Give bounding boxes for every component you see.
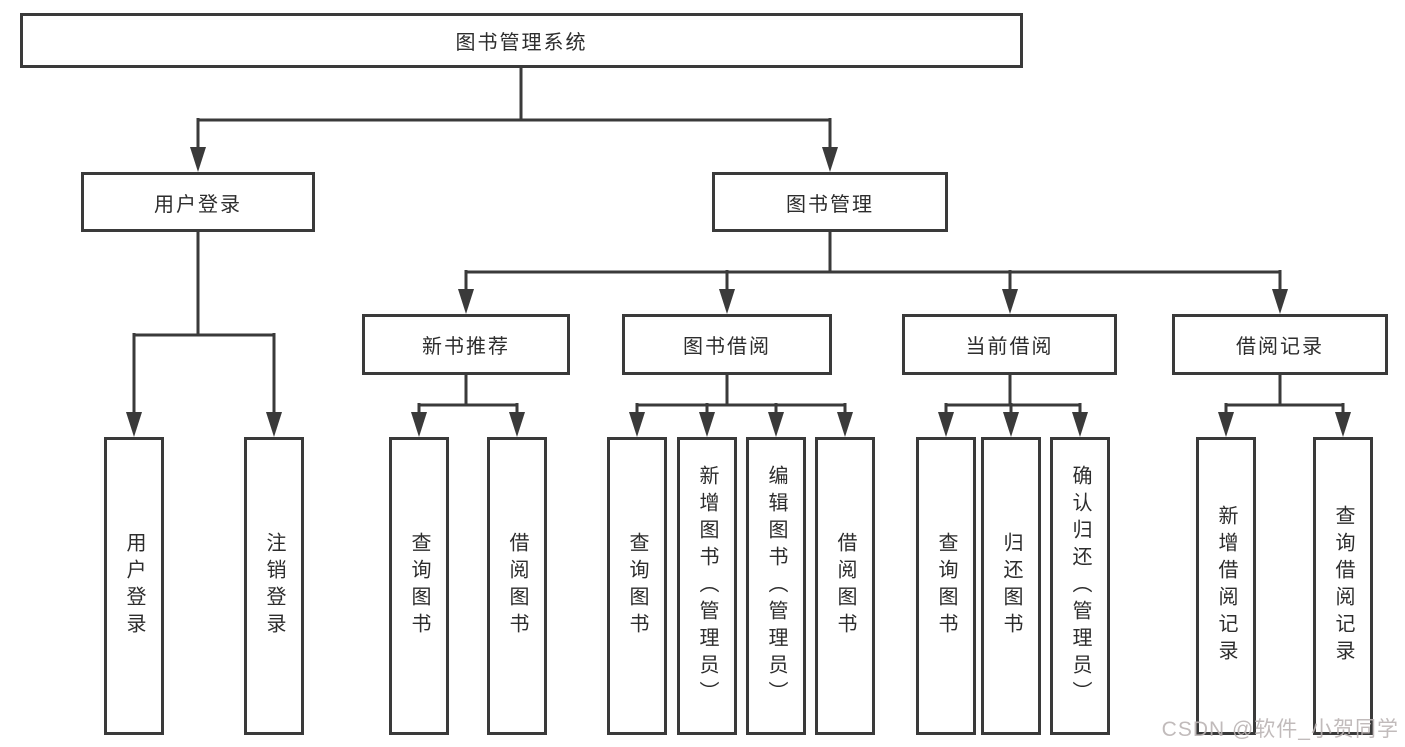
leaf-logout-label: 注销登录 <box>263 532 285 640</box>
node-new-book-recommend-label: 新书推荐 <box>422 336 510 358</box>
leaf-borrow-books-label: 借阅图书 <box>834 532 856 640</box>
leaf-return-books-label: 归还图书 <box>1000 532 1022 640</box>
leaf-add-borrow-record-label: 新增借阅记录 <box>1215 505 1237 667</box>
node-book-borrow-label: 图书借阅 <box>683 336 771 358</box>
leaf-recommend-borrow-books-label: 借阅图书 <box>506 532 528 640</box>
node-book-management-label: 图书管理 <box>786 193 874 216</box>
leaf-recommend-borrow-books: 借阅图书 <box>487 437 547 735</box>
leaf-user-login: 用户登录 <box>104 437 164 735</box>
node-current-borrow-label: 当前借阅 <box>965 336 1054 358</box>
node-root-system: 图书管理系统 <box>20 13 1023 68</box>
leaf-confirm-return-admin: 确认归还（管理员） <box>1050 437 1110 735</box>
leaf-edit-books-admin: 编辑图书（管理员） <box>746 437 806 735</box>
csdn-watermark: CSDN @软件_小贺同学 <box>1161 718 1399 741</box>
arrowheads <box>126 147 1351 437</box>
leaf-return-books: 归还图书 <box>981 437 1041 735</box>
leaf-current-query-books: 查询图书 <box>916 437 976 735</box>
leaf-add-books-admin: 新增图书（管理员） <box>677 437 737 735</box>
node-user-login: 用户登录 <box>81 172 315 232</box>
node-borrow-records: 借阅记录 <box>1172 314 1388 375</box>
leaf-borrow-query-books: 查询图书 <box>607 437 667 735</box>
node-new-book-recommend: 新书推荐 <box>362 314 570 375</box>
leaf-borrow-query-books-label: 查询图书 <box>626 532 648 640</box>
leaf-add-borrow-record: 新增借阅记录 <box>1196 437 1256 735</box>
leaf-query-borrow-record-label: 查询借阅记录 <box>1332 505 1354 667</box>
leaf-recommend-query-books: 查询图书 <box>389 437 449 735</box>
node-user-login-label: 用户登录 <box>154 193 242 216</box>
node-book-borrow: 图书借阅 <box>622 314 832 375</box>
leaf-logout: 注销登录 <box>244 437 304 735</box>
leaf-user-login-label: 用户登录 <box>123 532 145 640</box>
node-root-label: 图书管理系统 <box>455 32 588 54</box>
leaf-confirm-return-admin-label: 确认归还（管理员） <box>1069 464 1091 708</box>
node-borrow-records-label: 借阅记录 <box>1236 336 1324 358</box>
leaf-recommend-query-books-label: 查询图书 <box>408 532 430 640</box>
leaf-borrow-books: 借阅图书 <box>815 437 875 735</box>
leaf-current-query-books-label: 查询图书 <box>935 532 957 640</box>
node-book-management: 图书管理 <box>712 172 948 232</box>
leaf-edit-books-admin-label: 编辑图书（管理员） <box>765 464 787 708</box>
node-current-borrow: 当前借阅 <box>902 314 1117 375</box>
leaf-add-books-admin-label: 新增图书（管理员） <box>696 464 718 708</box>
leaf-query-borrow-record: 查询借阅记录 <box>1313 437 1373 735</box>
